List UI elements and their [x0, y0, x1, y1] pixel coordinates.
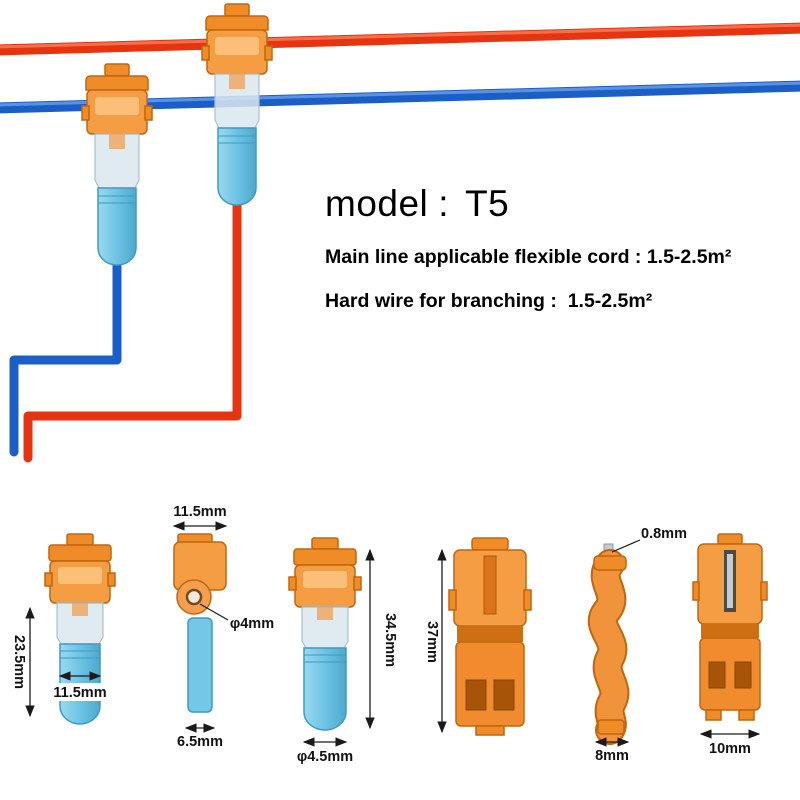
- dim-label-terminal-diameter: φ4.5mm: [297, 749, 353, 765]
- tap-wing: [523, 589, 532, 611]
- connector-wing: [44, 572, 53, 587]
- dim-label-hole-diameter: φ4mm: [230, 616, 274, 632]
- latch-window: [465, 679, 487, 711]
- view-front-full: 34.5mm φ4.5mm: [288, 537, 398, 765]
- connector-front: [288, 537, 362, 731]
- view-side-with-ring: 11.5mm φ4mm 6.5mm: [172, 504, 274, 750]
- tap-slot: [483, 555, 497, 615]
- tap-bottom-tab: [475, 725, 505, 736]
- spec-main-line: Main line applicable flexible cord : 1.5…: [325, 246, 732, 268]
- sleeve-tab: [229, 74, 245, 89]
- view-tap-front: 37mm: [424, 537, 532, 736]
- connector-body-highlight: [303, 571, 347, 588]
- blue-terminal: [97, 187, 137, 266]
- connector-body-highlight: [215, 37, 259, 55]
- latch-window: [493, 679, 515, 711]
- wire-channel: [457, 626, 523, 642]
- label-background: [53, 683, 107, 701]
- connector-wing: [144, 105, 153, 121]
- connector-latch: [66, 533, 94, 546]
- connector-wing: [107, 572, 116, 587]
- connector-latch: [104, 63, 130, 77]
- view-tap-side: 0.8mm 8mm: [587, 526, 687, 764]
- dim-label-tap-height: 37mm: [424, 621, 440, 663]
- dim-label-tap-depth: 8mm: [595, 748, 629, 764]
- branch-wire-blue: [9, 253, 122, 457]
- main-wire-red-highlight: [0, 23, 800, 49]
- connector-cap: [48, 544, 112, 562]
- dim-label-total-length: 34.5mm: [382, 613, 398, 667]
- tap-side-foot: [597, 719, 625, 735]
- dim-label-tap-width: 10mm: [709, 741, 751, 757]
- dim-label-sleeve-length: 23.5mm: [11, 635, 27, 689]
- tap-side-cap: [593, 555, 627, 571]
- connector-wing: [201, 45, 210, 61]
- tap-connector-on-blue-wire: [81, 63, 153, 266]
- latch-window: [708, 661, 726, 689]
- model-value: T5: [465, 183, 510, 224]
- dim-label-top-width: 11.5mm: [173, 504, 226, 520]
- sleeve-tab: [72, 603, 88, 616]
- metal-blade: [727, 554, 733, 608]
- tap-bottom-tab: [738, 709, 755, 721]
- connector-wing: [353, 576, 362, 591]
- terminal-side: [187, 617, 213, 713]
- tap-connector-on-red-wire: [201, 3, 273, 206]
- blue-terminal: [303, 647, 347, 731]
- spec-branch-line: Hard wire for branching : 1.5-2.5m²: [325, 290, 653, 312]
- leader-line: [611, 539, 641, 553]
- tap-bottom-tab: [705, 709, 722, 721]
- leader-line: [199, 603, 229, 621]
- dim-label-terminal-width: 11.5mm: [53, 685, 106, 701]
- blue-terminal: [217, 127, 257, 206]
- product-info: model: T5 Main line applicable flexible c…: [325, 183, 731, 313]
- connector-body-highlight: [95, 97, 139, 115]
- tap-wing: [448, 589, 457, 611]
- view-tap-back: 10mm: [692, 533, 768, 757]
- ring-hole: [185, 588, 203, 606]
- dimension-views: 23.5mm 11.5mm 11.5mm φ4mm 6.5mm: [11, 504, 768, 765]
- connector-latch: [311, 537, 339, 550]
- connector-latch: [224, 3, 250, 17]
- latch-window: [734, 661, 752, 689]
- connector-wing: [81, 105, 90, 121]
- connector-cap: [85, 75, 149, 91]
- tap-wing: [692, 581, 700, 601]
- main-wire-red: [0, 22, 800, 56]
- tap-wing: [760, 581, 768, 601]
- view-front-with-terminal: 23.5mm 11.5mm: [11, 533, 116, 725]
- connector-wing: [288, 576, 297, 591]
- sleeve-tab: [317, 607, 333, 620]
- model-line: model: T5: [325, 183, 731, 225]
- connector-wing: [264, 45, 273, 61]
- sleeve-tab: [109, 134, 125, 149]
- tap-side-body: [589, 551, 628, 743]
- connector-cap: [205, 15, 269, 31]
- connector-body-highlight: [58, 567, 102, 584]
- tap-latch: [471, 537, 509, 551]
- model-separator: :: [438, 183, 450, 224]
- tap-lower-body: [699, 637, 761, 711]
- connector-cap: [293, 548, 357, 566]
- dim-label-blade-thickness: 0.8mm: [641, 526, 687, 542]
- wiring-illustration: [0, 3, 800, 463]
- tap-latch: [717, 533, 743, 545]
- dim-label-tip-width: 6.5mm: [177, 734, 223, 750]
- wire-channel: [701, 624, 759, 638]
- model-label: model: [325, 183, 429, 224]
- branch-wire-red: [23, 193, 242, 463]
